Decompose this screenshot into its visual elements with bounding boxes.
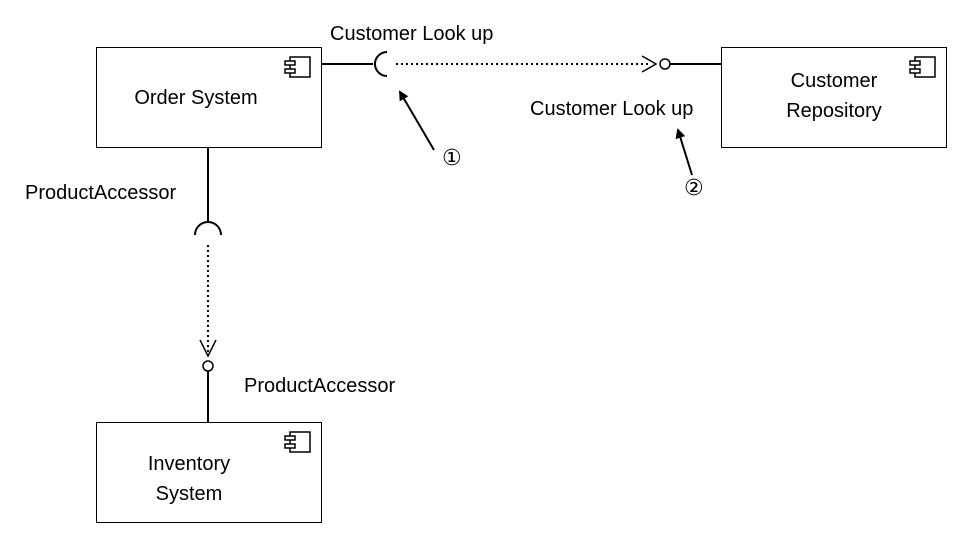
- product-provided-lollipop: [202, 360, 214, 372]
- inventory-system-title-line2: System: [155, 483, 223, 505]
- customer-dependency-arrowhead: [641, 55, 658, 73]
- component-icon: [909, 56, 936, 78]
- marker-2-pointer: [675, 128, 693, 176]
- product-provided-interface-label: ProductAccessor: [244, 375, 396, 397]
- customer-required-socket: [374, 51, 388, 77]
- marker-1: ①: [442, 146, 462, 171]
- order-system-title: Order System: [134, 87, 258, 109]
- component-icon: [284, 56, 311, 78]
- customer-repository-title-line2: Repository: [786, 100, 882, 122]
- order-system-component[interactable]: Order System: [96, 47, 322, 148]
- customer-provided-lollipop: [659, 58, 671, 70]
- product-required-interface-label: ProductAccessor: [25, 182, 177, 204]
- product-required-socket: [194, 221, 222, 236]
- customer-provided-interface-label: Customer Look up: [530, 98, 694, 120]
- customer-repository-title-line1: Customer: [790, 70, 878, 92]
- inventory-system-component[interactable]: Inventory System: [96, 422, 322, 523]
- component-icon: [284, 431, 311, 453]
- product-dependency-arrowhead: [199, 339, 217, 358]
- marker-1-pointer: [398, 90, 435, 151]
- marker-2: ②: [684, 176, 704, 201]
- inventory-system-title-line1: Inventory: [147, 453, 231, 475]
- customer-required-interface-label: Customer Look up: [330, 23, 494, 45]
- customer-repository-component[interactable]: Customer Repository: [721, 47, 947, 148]
